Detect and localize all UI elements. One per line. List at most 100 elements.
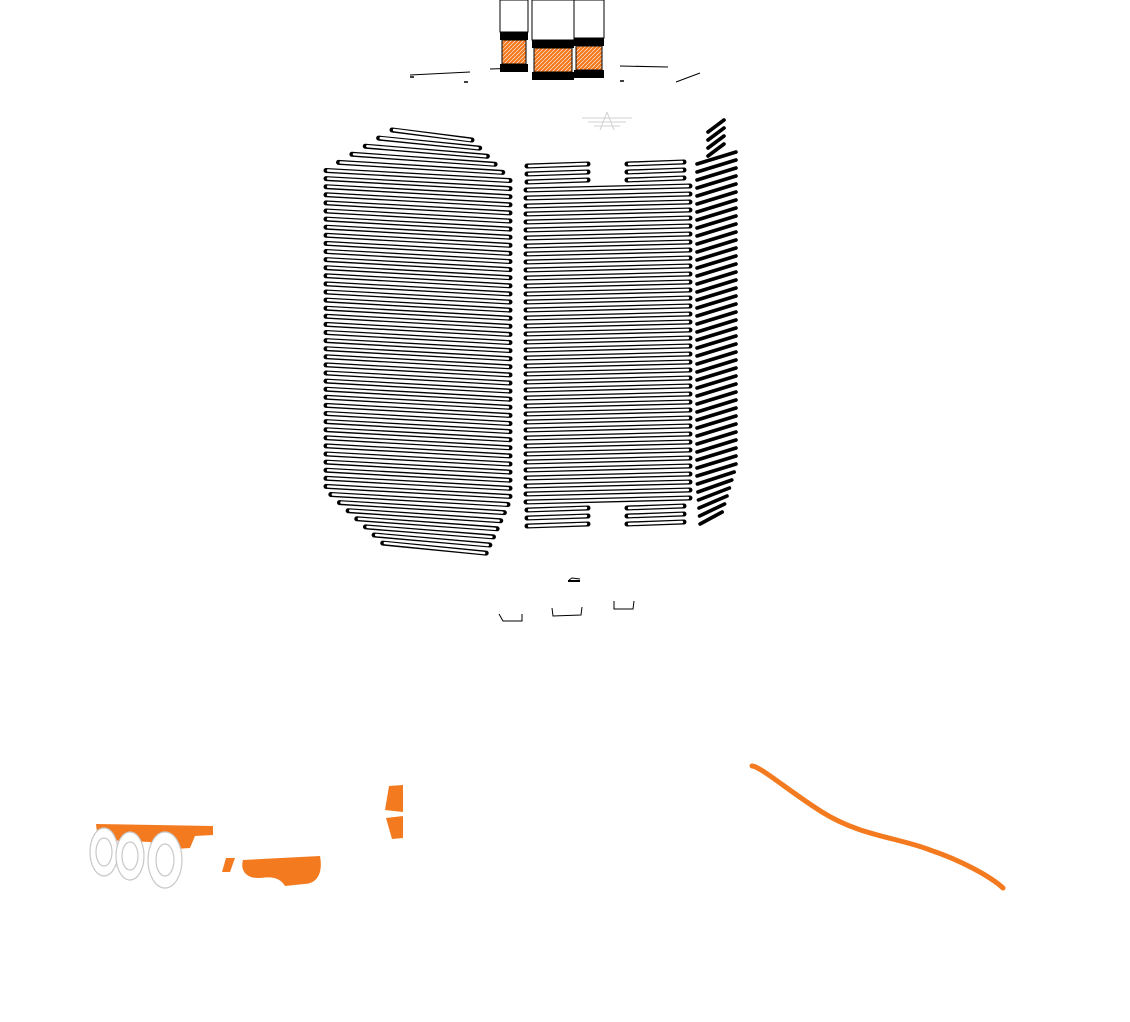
fin-center-face [526, 312, 690, 320]
fin-left-face [326, 274, 510, 287]
fin-left-face [326, 282, 510, 296]
fin-center-face [526, 432, 690, 440]
fin-center-face [526, 280, 690, 288]
fin-right [706, 126, 726, 142]
heat-pipe-collar [532, 40, 574, 48]
fin-right [695, 462, 738, 478]
fin-center-short-face [627, 176, 684, 182]
heat-pipe [573, 0, 605, 39]
fin-right [695, 174, 738, 190]
fin-center-face [526, 272, 690, 280]
fin-center-face [526, 240, 690, 248]
fin-center-short-face [627, 168, 684, 174]
fin-right [695, 382, 738, 398]
fin-left-face [326, 331, 510, 344]
fin-right [695, 406, 738, 422]
fin-right [695, 470, 737, 486]
fin-left-face [326, 258, 510, 271]
fin-center-face [526, 472, 690, 480]
fin-left-face [326, 404, 510, 417]
fin-right [695, 446, 738, 462]
fin-center-short-face [627, 504, 684, 510]
fin-left-face [326, 444, 510, 458]
fin-center-face [526, 296, 690, 304]
fin-left-face [326, 347, 510, 360]
fin-left-face [326, 420, 510, 433]
fin-right [706, 134, 726, 150]
fin-center-short-face [627, 160, 684, 166]
fin-right [695, 270, 738, 286]
fin-left-face [326, 436, 510, 449]
fin-left-face [326, 469, 510, 482]
fan-cable [749, 763, 1006, 891]
fin-left-face [326, 388, 510, 401]
fin-right [696, 486, 732, 502]
fin-center-face [526, 424, 690, 432]
fin-right [698, 510, 725, 526]
fin-left-face [326, 477, 510, 490]
fin-center-face [526, 360, 690, 368]
fin-right [695, 438, 738, 454]
fin-right [695, 422, 738, 438]
fin-left-face [326, 234, 510, 247]
fin-left-face [326, 209, 510, 223]
fin-right [695, 334, 738, 350]
fin-center-short-face [527, 170, 588, 176]
fin-right [706, 118, 726, 134]
mounting-base [498, 577, 635, 622]
fin-center-face [526, 480, 690, 488]
fin-left-face [326, 193, 510, 207]
fin-center-face [526, 304, 690, 312]
fin-right [695, 278, 738, 294]
fin-left-face [326, 323, 510, 336]
fin-right [695, 390, 738, 406]
fin-center-face [526, 328, 690, 336]
fin-bank-center [523, 159, 693, 529]
fin-left-face [352, 153, 495, 166]
fin-center-face [526, 256, 690, 264]
fin-left-face [326, 355, 510, 368]
fin-right [695, 366, 738, 382]
fin-right [695, 238, 738, 254]
fin-right [695, 414, 738, 430]
fin-right [695, 302, 738, 318]
fin-right [697, 502, 727, 518]
fin-center-face [526, 208, 690, 216]
fin-right [695, 198, 738, 214]
fin-left-face [340, 501, 504, 514]
fin-center-face [526, 456, 690, 464]
fin-center-face [526, 200, 690, 208]
fin-left-face [326, 298, 510, 312]
fin-center-face [526, 384, 690, 392]
fin-center-face [526, 344, 690, 352]
fin-center-face [526, 464, 690, 472]
fin-right [695, 358, 738, 374]
fin-bank-right [695, 118, 738, 526]
fin-center-face [526, 264, 690, 272]
fin-left-face [326, 485, 510, 498]
fin-center-face [526, 184, 690, 192]
top-plate [409, 65, 701, 131]
fin-left-face [357, 517, 497, 530]
fin-right [695, 454, 738, 470]
fin-right [695, 246, 738, 262]
fin-left-face [326, 379, 510, 393]
fin-right [695, 150, 738, 166]
fin-left-face [326, 412, 510, 425]
heat-pipe-base [574, 70, 604, 78]
fin-left-face [326, 225, 510, 239]
fin-right [695, 286, 738, 302]
heat-pipe [499, 0, 529, 33]
fin-left-face [331, 493, 508, 506]
fin-center-short-face [627, 520, 684, 526]
fin-bank-left [323, 127, 513, 556]
fin-left-face [326, 460, 510, 474]
fin-right [695, 310, 738, 326]
fin-left-face [326, 396, 510, 409]
fin-left-face [326, 250, 510, 263]
fin-center-face [526, 288, 690, 296]
fin-left-face [326, 428, 510, 441]
fin-right [695, 230, 738, 246]
fin-center-face [526, 488, 690, 496]
fin-left-face [379, 136, 479, 150]
